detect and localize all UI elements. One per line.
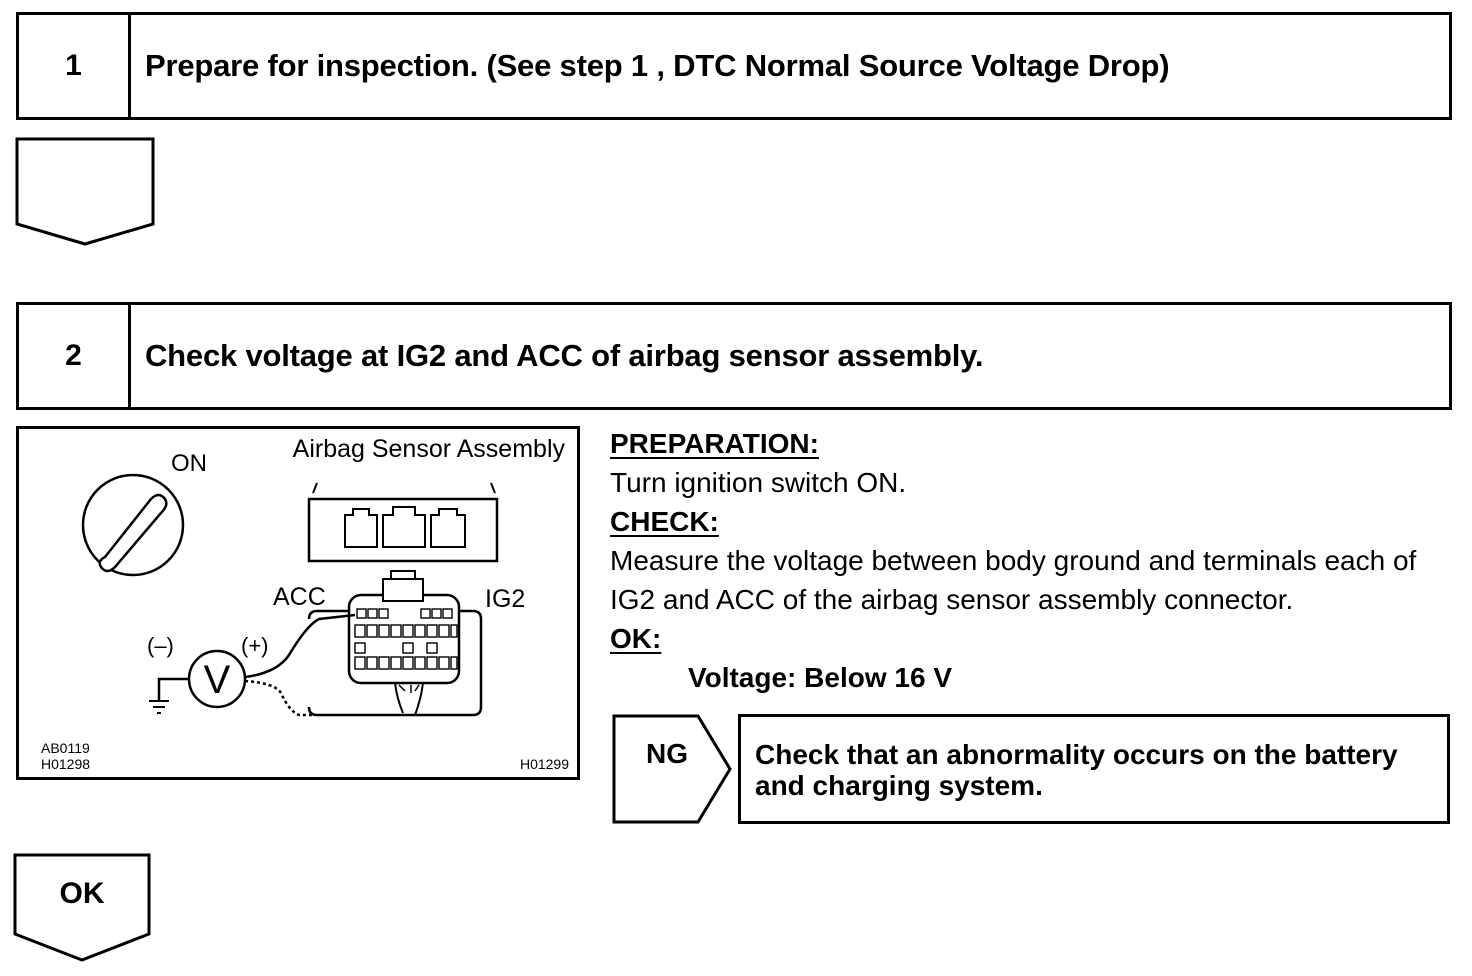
harness-connector-icon <box>307 570 483 717</box>
connector-housing-icon <box>307 482 499 563</box>
ng-label: NG <box>646 738 688 769</box>
ok-label: OK <box>59 877 105 910</box>
ignition-switch-icon <box>81 473 185 577</box>
connector-diagram: V Airbag Sensor Assembly ON ACC IG2 (–) … <box>16 426 580 780</box>
ng-action-box: Check that an abnormality occurs on the … <box>738 714 1450 824</box>
ok-heading: OK: <box>610 623 662 654</box>
step-2-number: 2 <box>19 305 131 407</box>
voltmeter-icon: V <box>187 649 247 709</box>
arrow-right-icon <box>612 714 732 824</box>
diagram-title: Airbag Sensor Assembly <box>293 435 566 463</box>
ig2-label: IG2 <box>485 585 525 613</box>
ok-value: Voltage: Below 16 V <box>688 662 952 693</box>
step-2-title: Check voltage at IG2 and ACC of airbag s… <box>145 338 984 373</box>
acc-label: ACC <box>273 583 326 611</box>
flow-arrow-down-icon <box>15 137 155 246</box>
instructions: PREPARATION: Turn ignition switch ON. CH… <box>610 424 1460 697</box>
probe-lead-acc <box>244 613 356 679</box>
preparation-text: Turn ignition switch ON. <box>610 467 907 498</box>
code-left-1: AB0119 <box>41 740 90 756</box>
step-1-number: 1 <box>19 15 131 117</box>
probe-lead-ig2 <box>244 679 315 717</box>
code-right: H01299 <box>520 756 569 772</box>
on-label: ON <box>171 450 207 477</box>
step-2-box: 2 Check voltage at IG2 and ACC of airbag… <box>16 302 1452 410</box>
ng-branch-tag: NG <box>612 714 732 824</box>
check-text: Measure the voltage between body ground … <box>610 545 1417 615</box>
preparation-heading: PREPARATION: <box>610 428 819 459</box>
diagram-drawing: V Airbag Sensor Assembly ON ACC IG2 (–) … <box>41 435 569 772</box>
check-heading: CHECK: <box>610 506 719 537</box>
plus-label: (+) <box>241 633 269 658</box>
step-1-title: Prepare for inspection. (See step 1 , DT… <box>145 48 1170 83</box>
minus-label: (–) <box>147 633 174 658</box>
ground-symbol-icon <box>149 677 189 714</box>
step-1-box: 1 Prepare for inspection. (See step 1 , … <box>16 12 1452 120</box>
voltmeter-symbol: V <box>204 658 231 702</box>
flow-arrow-down-ok-icon <box>13 853 151 962</box>
code-left-2: H01298 <box>41 756 90 772</box>
